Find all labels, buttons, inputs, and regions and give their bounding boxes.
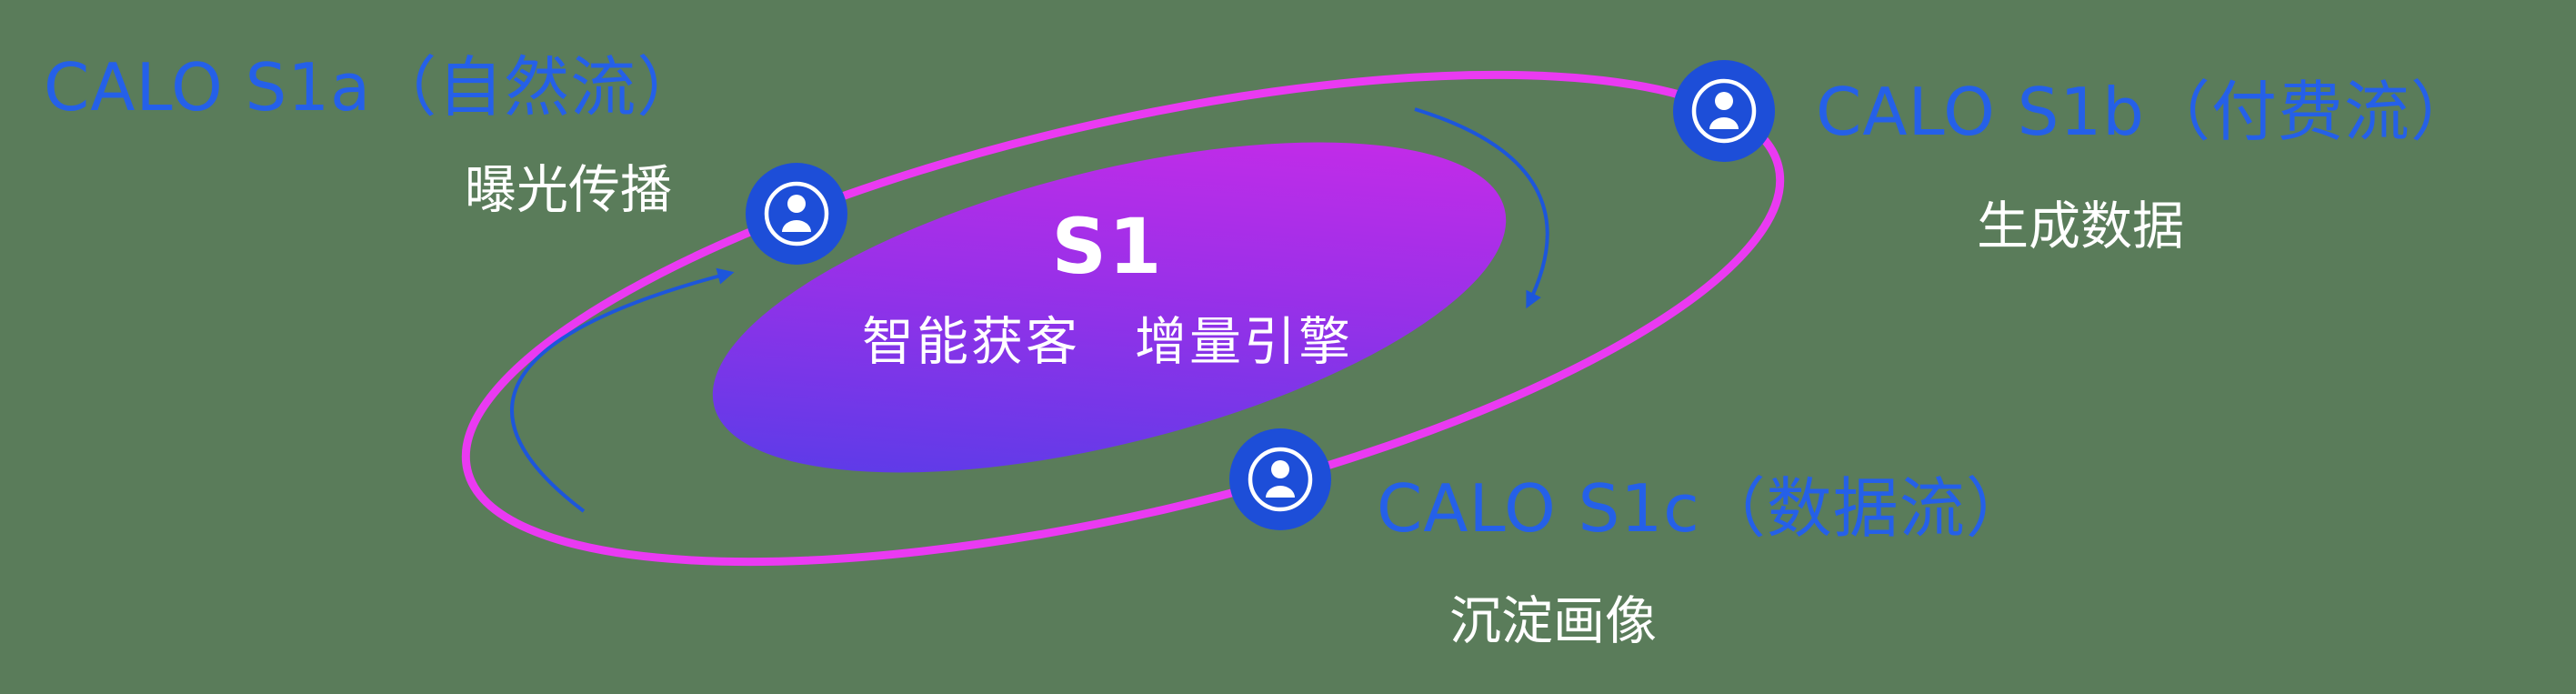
person-shoulders xyxy=(782,220,811,232)
person-head xyxy=(1715,92,1733,110)
user-circle-icon xyxy=(746,163,847,265)
node-inner-ring xyxy=(764,181,829,246)
node-inner-ring xyxy=(1691,78,1757,144)
flow-arrow-left xyxy=(510,267,735,513)
person-head xyxy=(787,195,806,213)
node-inner-ring xyxy=(1248,447,1313,512)
flow-arrow-right xyxy=(1414,107,1549,309)
node-disc xyxy=(746,163,847,265)
node-s1b-sublabel: 生成数据 xyxy=(1977,196,2184,256)
node-s1c-sublabel: 沉淀画像 xyxy=(1449,591,1657,651)
person-shoulders xyxy=(1266,486,1295,498)
node-disc xyxy=(1673,60,1775,162)
node-disc xyxy=(1229,428,1331,530)
node-s1a-label: CALO S1a（自然流） xyxy=(44,49,704,126)
core-text-block: S1 智能获客 增量引擎 xyxy=(862,202,1353,375)
core-title: S1 xyxy=(1051,202,1164,291)
user-circle-icon xyxy=(1673,60,1775,162)
node-s1a-sublabel: 曝光传播 xyxy=(465,160,672,220)
person-head xyxy=(1271,460,1289,478)
node-s1c-label: CALO S1c（数据流） xyxy=(1377,470,2032,547)
orbit-ring xyxy=(461,70,1785,567)
core-ellipse xyxy=(712,142,1507,473)
core-subtitle: 智能获客 增量引擎 xyxy=(862,312,1353,372)
user-circle-icon xyxy=(1229,428,1331,530)
person-shoulders xyxy=(1709,117,1739,129)
node-s1b-label: CALO S1b（付费流） xyxy=(1816,74,2477,150)
